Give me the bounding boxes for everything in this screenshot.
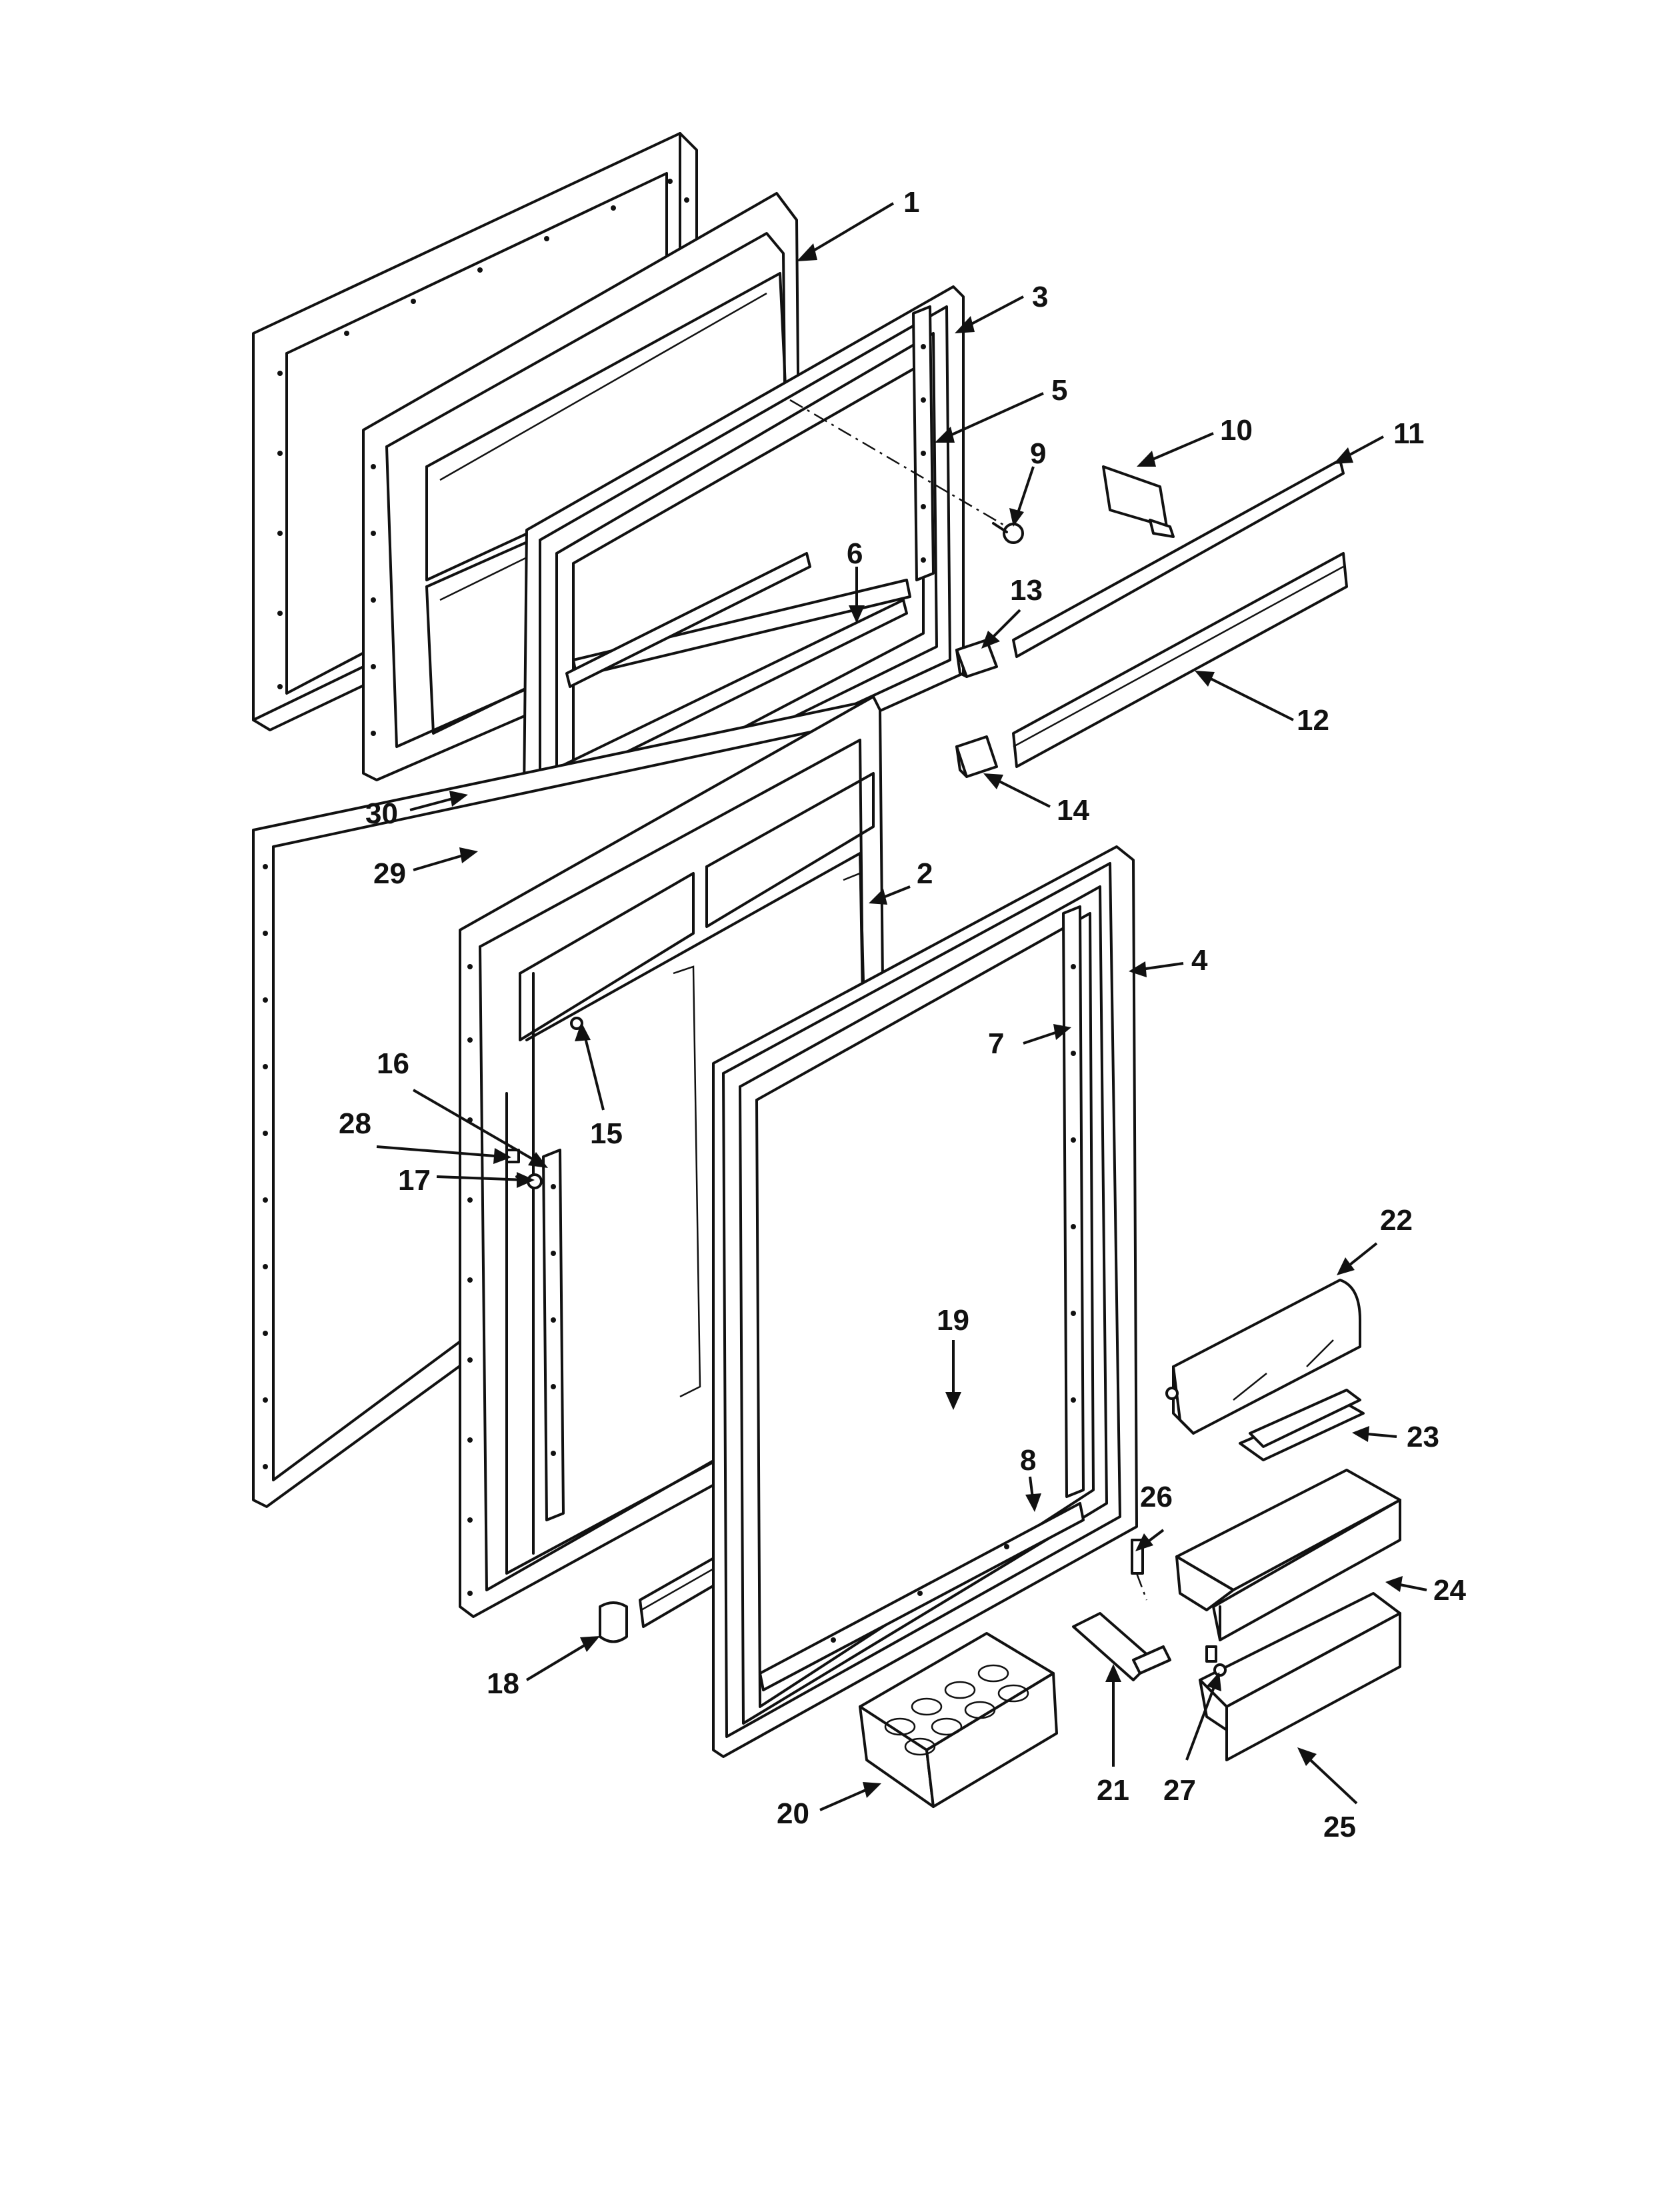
label-24: 24 [1433, 1574, 1466, 1607]
label-10: 10 [1220, 414, 1253, 447]
end-cap-part-13 [955, 639, 998, 678]
label-12: 12 [1297, 704, 1329, 737]
egg-tray-part-20 [859, 1632, 1058, 1808]
label-27: 27 [1163, 1774, 1196, 1807]
door-shelf-rail-part-7 [1062, 905, 1085, 1498]
bar-part-12 [1012, 552, 1348, 768]
label-18: 18 [487, 1667, 519, 1700]
label-17: 17 [398, 1164, 431, 1197]
bracket-part-21 [1072, 1612, 1171, 1681]
label-21: 21 [1097, 1774, 1129, 1807]
door-bin-part-24 [1175, 1469, 1401, 1641]
label-7: 7 [988, 1027, 1004, 1060]
freezer-door-bottom-rail [559, 552, 911, 785]
label-6: 6 [847, 537, 863, 570]
label-16: 16 [377, 1047, 409, 1080]
label-5: 5 [1051, 374, 1067, 407]
label-30: 30 [365, 797, 398, 830]
label-2: 2 [917, 857, 933, 890]
label-15: 15 [590, 1117, 623, 1150]
tray-part-23 [1239, 1389, 1365, 1461]
label-20: 20 [777, 1797, 809, 1830]
label-23: 23 [1407, 1421, 1439, 1453]
label-19: 19 [937, 1304, 969, 1337]
label-28: 28 [339, 1107, 371, 1140]
dairy-door-part-22 [1165, 1279, 1361, 1435]
leader-lines [376, 202, 1427, 1811]
clip-part-27 [1205, 1645, 1227, 1677]
label-4: 4 [1191, 944, 1208, 977]
door-shelf-rail-part-16 [542, 1149, 565, 1521]
label-26: 26 [1140, 1481, 1173, 1513]
door-bin-part-25 [1199, 1592, 1401, 1761]
end-cap-part-18 [599, 1601, 628, 1643]
label-14: 14 [1057, 794, 1089, 827]
freezer-door-shelf-rail [912, 305, 935, 581]
part-number-labels: 1 2 3 4 5 6 7 8 9 10 11 12 13 14 15 16 1… [339, 186, 1466, 1843]
end-cap-part-14 [955, 735, 998, 778]
door-bottom-rail-part-8 [759, 1502, 1085, 1691]
label-11: 11 [1393, 417, 1425, 450]
label-1: 1 [903, 186, 919, 219]
label-3: 3 [1032, 281, 1048, 313]
label-9: 9 [1030, 437, 1046, 470]
label-29: 29 [373, 857, 406, 890]
label-25: 25 [1323, 1811, 1356, 1843]
label-22: 22 [1380, 1204, 1413, 1237]
label-13: 13 [1010, 574, 1043, 607]
label-8: 8 [1020, 1444, 1036, 1477]
screw-part-9 [789, 399, 1024, 544]
bar-part-11 [1012, 459, 1345, 658]
cover-part-10 [1102, 465, 1175, 538]
